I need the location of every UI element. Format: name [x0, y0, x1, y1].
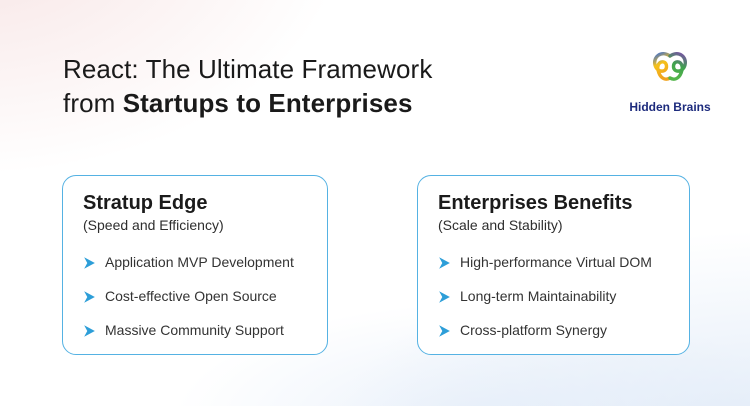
list-item-label: Long-term Maintainability [460, 288, 617, 304]
title-line-2-prefix: from [63, 88, 123, 118]
chevron-right-icon [439, 256, 450, 269]
benefit-list: Application MVP Development Cost-effecti… [83, 255, 307, 338]
list-item: High-performance Virtual DOM [438, 255, 669, 270]
card-subtitle: (Scale and Stability) [438, 217, 563, 233]
list-item: Application MVP Development [83, 255, 307, 270]
list-item: Cost-effective Open Source [83, 289, 307, 304]
list-item: Cross-platform Synergy [438, 323, 669, 338]
list-item-label: High-performance Virtual DOM [460, 254, 652, 270]
card-subtitle: (Speed and Efficiency) [83, 217, 224, 233]
benefit-list: High-performance Virtual DOM Long-term M… [438, 255, 669, 338]
hidden-brains-logo-icon [653, 52, 687, 81]
title-line-1: React: The Ultimate Framework [63, 54, 433, 84]
chevron-right-icon [84, 324, 95, 337]
enterprises-benefits-card: Enterprises Benefits (Scale and Stabilit… [417, 175, 690, 355]
title-line-2: from Startups to Enterprises [63, 88, 413, 118]
list-item: Long-term Maintainability [438, 289, 669, 304]
chevron-right-icon [439, 290, 450, 303]
card-title: Enterprises Benefits [438, 192, 633, 214]
title-line-2-bold: Startups to Enterprises [122, 88, 413, 118]
list-item: Massive Community Support [83, 323, 307, 338]
chevron-right-icon [439, 324, 450, 337]
chevron-right-icon [84, 256, 95, 269]
list-item-label: Massive Community Support [105, 322, 284, 338]
list-item-label: Cross-platform Synergy [460, 322, 608, 338]
startup-edge-card: Stratup Edge (Speed and Efficiency) Appl… [62, 175, 328, 355]
hidden-brains-wordmark: Hidden Brains [629, 100, 711, 114]
list-item-label: Application MVP Development [105, 254, 294, 270]
chevron-right-icon [84, 290, 95, 303]
list-item-label: Cost-effective Open Source [105, 288, 277, 304]
hidden-brains-logo: Hidden Brains [624, 50, 716, 114]
page-title: React: The Ultimate Framework from Start… [63, 52, 432, 120]
card-title: Stratup Edge [83, 192, 208, 214]
